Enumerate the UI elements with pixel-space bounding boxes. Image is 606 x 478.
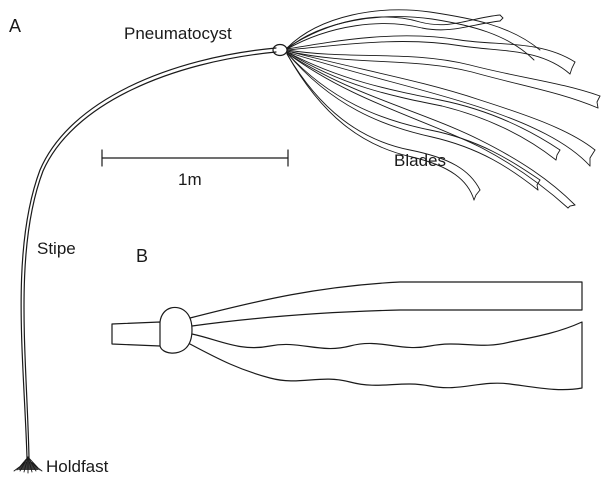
scale-bar [102,150,288,166]
detail-pneumatocyst [160,307,192,353]
blades [287,10,600,208]
blades-label: Blades [394,151,446,170]
panel-a: A [9,10,600,476]
panel-a-letter: A [9,16,21,36]
detail-lower-blade [190,322,582,390]
pneumatocyst-label: Pneumatocyst [124,24,232,43]
holdfast-label: Holdfast [46,457,109,476]
panel-b: B [112,246,582,390]
pneumatocyst [273,45,287,56]
detail-upper-blade [190,282,582,326]
stipe-label: Stipe [37,239,76,258]
scale-bar-label: 1m [178,170,202,189]
holdfast [14,457,42,473]
panel-b-letter: B [136,246,148,266]
detail-stipe [112,322,160,346]
